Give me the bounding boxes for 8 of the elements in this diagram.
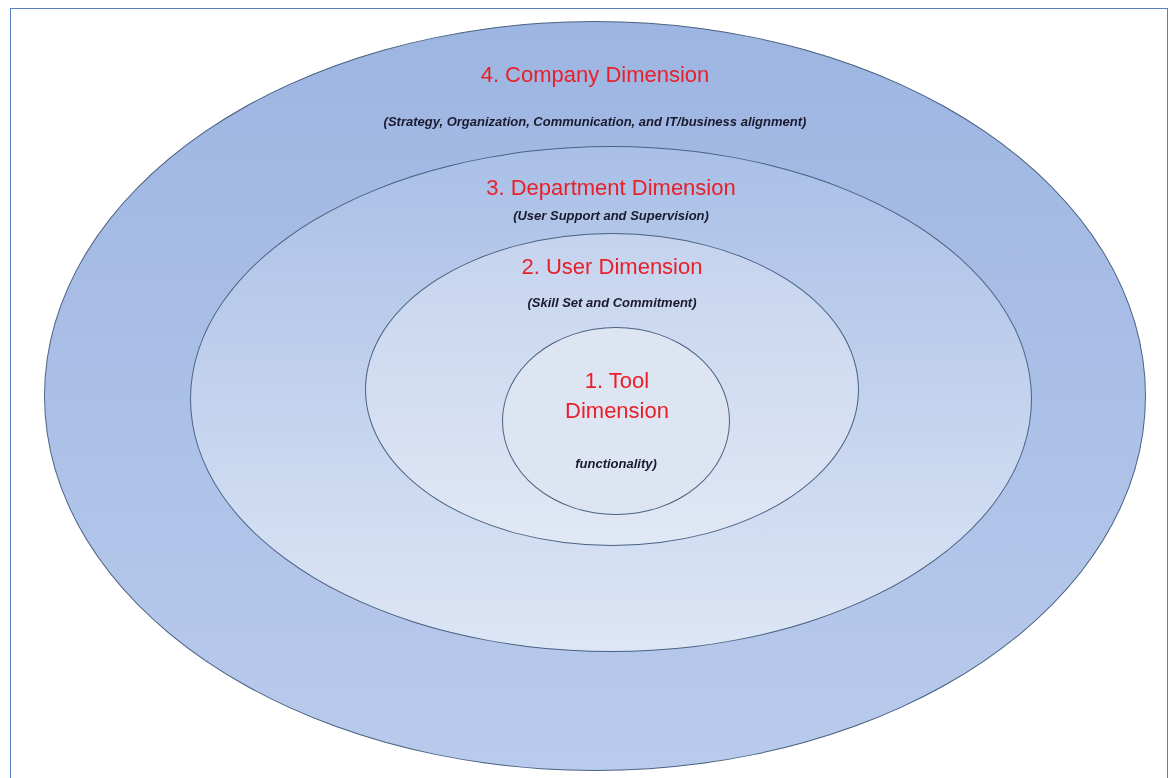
ring-description: (Strategy, Organization, Communication, and IT/business alignment) [383,114,807,129]
ring-title: 3. Department Dimension [486,175,736,201]
ring-description: functionality) [575,456,657,471]
ring-title: 4. Company Dimension [480,62,710,88]
ring-title: 2. User Dimension [521,254,703,280]
ring-description: (User Support and Supervision) [513,208,709,223]
ring-description: (Skill Set and Commitment) [527,295,697,310]
ring-title: 1. Tool Dimension [564,367,670,425]
